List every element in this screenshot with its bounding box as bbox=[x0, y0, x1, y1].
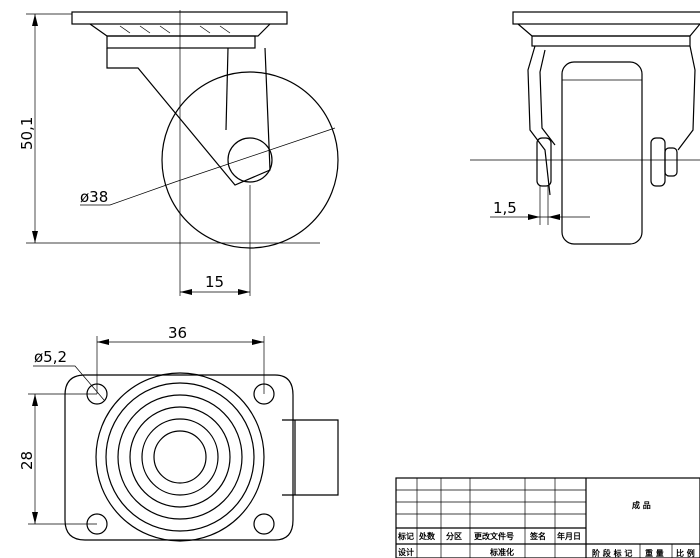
gap-dim-text: 1,5 bbox=[493, 199, 517, 217]
axle-hub bbox=[227, 137, 273, 183]
tb-col-1: 标记 bbox=[397, 531, 414, 541]
tb-col-4: 更改文件号 bbox=[474, 531, 514, 541]
front-swivel-head bbox=[531, 35, 691, 47]
height-dim-text: 50,1 bbox=[18, 117, 36, 150]
tb-weight: 重 量 bbox=[645, 548, 664, 558]
ring-6 bbox=[153, 430, 207, 484]
bearing-hatch bbox=[119, 25, 231, 34]
front-mounting-plate bbox=[512, 11, 700, 25]
ring-2 bbox=[105, 382, 255, 532]
title-block: 成 品 标记 处数 分区 更改文件号 签名 年月日 设计 标准化 阶 段 标 记… bbox=[395, 477, 700, 558]
fork-leg-left bbox=[527, 45, 551, 196]
front-view: 1,5 bbox=[470, 11, 700, 245]
fork-extension bbox=[282, 419, 339, 496]
ring-1 bbox=[95, 372, 265, 542]
diameter-dim-line bbox=[174, 127, 336, 183]
diameter-leader bbox=[80, 181, 176, 206]
fork-arm bbox=[106, 47, 271, 186]
hub-left bbox=[536, 137, 552, 187]
tb-col-2: 处数 bbox=[418, 531, 436, 541]
diameter-dim-text: ø38 bbox=[80, 188, 108, 206]
tb-col-3: 分区 bbox=[446, 531, 462, 541]
offset-dim-text: 15 bbox=[205, 273, 224, 291]
tb-title: 成 品 bbox=[632, 500, 651, 510]
hole-dia-dim-text: ø5,2 bbox=[34, 348, 67, 366]
side-view: 50,1 ø38 15 bbox=[18, 10, 339, 296]
hole-x-dim-text: 36 bbox=[168, 324, 187, 342]
tb-stage-mark: 阶 段 标 记 bbox=[592, 548, 632, 558]
tb-row-design: 设计 bbox=[398, 547, 414, 557]
ring-4 bbox=[129, 406, 231, 508]
top-plate bbox=[64, 374, 294, 541]
swivel-head bbox=[106, 35, 256, 49]
hub-right bbox=[650, 137, 666, 187]
tb-scale: 比 例 bbox=[676, 548, 695, 558]
gap-arrows bbox=[528, 214, 560, 220]
mounting-plate bbox=[71, 11, 288, 25]
ring-5 bbox=[141, 418, 219, 496]
fork-leg-right bbox=[677, 45, 696, 151]
ring-3 bbox=[117, 394, 243, 520]
bolt-hole-br bbox=[253, 513, 275, 535]
top-view: 36 ø5,2 28 bbox=[18, 324, 339, 542]
tb-row-std: 标准化 bbox=[489, 547, 514, 557]
hole-dia-leader bbox=[33, 365, 105, 401]
axle-nut-right bbox=[664, 147, 678, 177]
hole-y-dim-text: 28 bbox=[18, 451, 36, 470]
fork-leg-left-inner bbox=[539, 49, 556, 146]
tb-col-5: 签名 bbox=[529, 531, 546, 541]
fork-arm-edge bbox=[225, 47, 229, 131]
tb-col-6: 年月日 bbox=[557, 531, 581, 541]
front-plate-bearing bbox=[517, 23, 700, 37]
front-wheel bbox=[561, 61, 643, 245]
title-block-frame bbox=[395, 477, 700, 558]
